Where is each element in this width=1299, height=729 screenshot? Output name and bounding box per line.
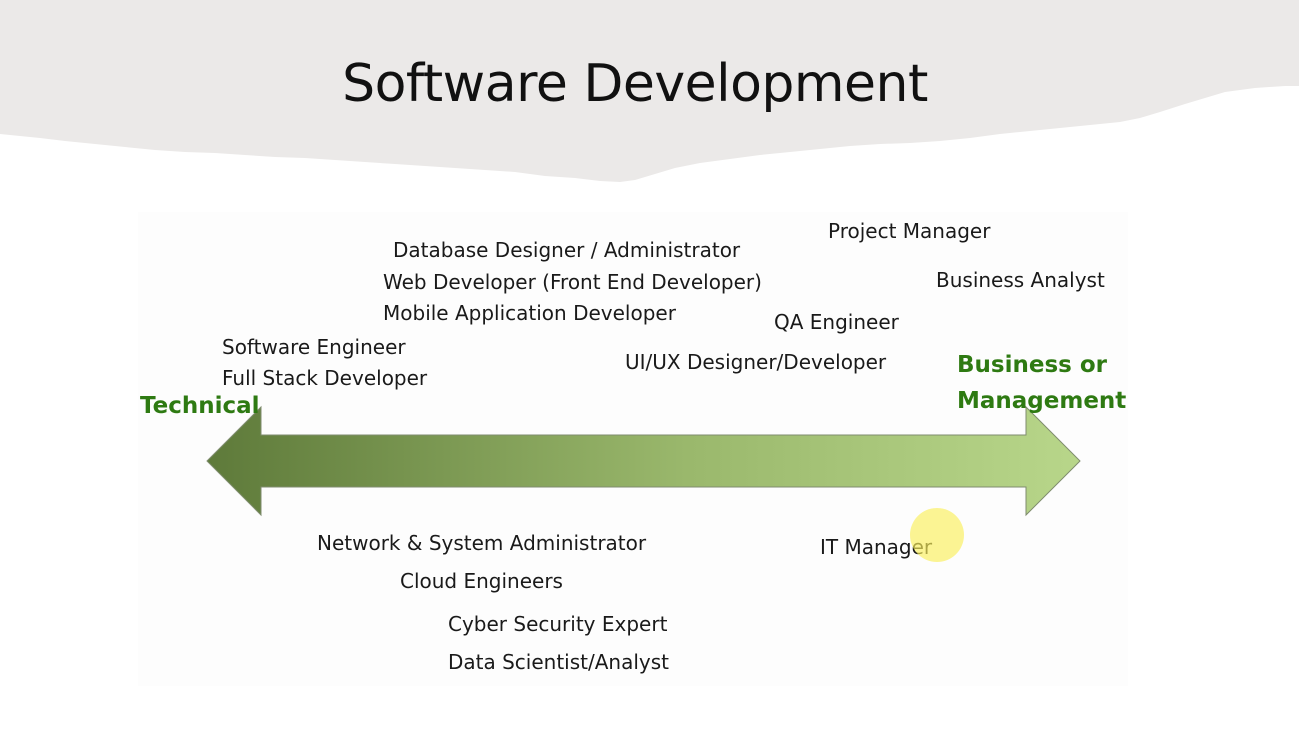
double-headed-arrow — [206, 405, 1081, 517]
role-network-admin: Network & System Administrator — [317, 531, 647, 555]
role-full-stack-developer: Full Stack Developer — [222, 366, 428, 390]
role-cloud-engineers: Cloud Engineers — [400, 569, 563, 593]
role-qa-engineer: QA Engineer — [774, 310, 899, 334]
role-database-designer: Database Designer / Administrator — [393, 238, 741, 262]
cursor-highlight — [910, 508, 964, 562]
role-ui-ux-designer: UI/UX Designer/Developer — [625, 350, 887, 374]
role-cyber-security: Cyber Security Expert — [448, 612, 668, 636]
role-mobile-developer: Mobile Application Developer — [383, 301, 676, 325]
role-data-scientist: Data Scientist/Analyst — [448, 650, 670, 674]
business-management-label: Business or Management — [957, 347, 1126, 419]
page-title: Software Development — [342, 54, 928, 114]
role-software-engineer: Software Engineer — [222, 335, 406, 359]
technical-label: Technical — [140, 393, 260, 419]
role-project-manager: Project Manager — [828, 219, 991, 243]
role-business-analyst: Business Analyst — [936, 268, 1105, 292]
business-label-line2: Management — [957, 388, 1127, 414]
role-web-developer: Web Developer (Front End Developer) — [383, 270, 762, 294]
title-banner — [0, 0, 1299, 182]
business-label-line1: Business or — [957, 352, 1107, 378]
